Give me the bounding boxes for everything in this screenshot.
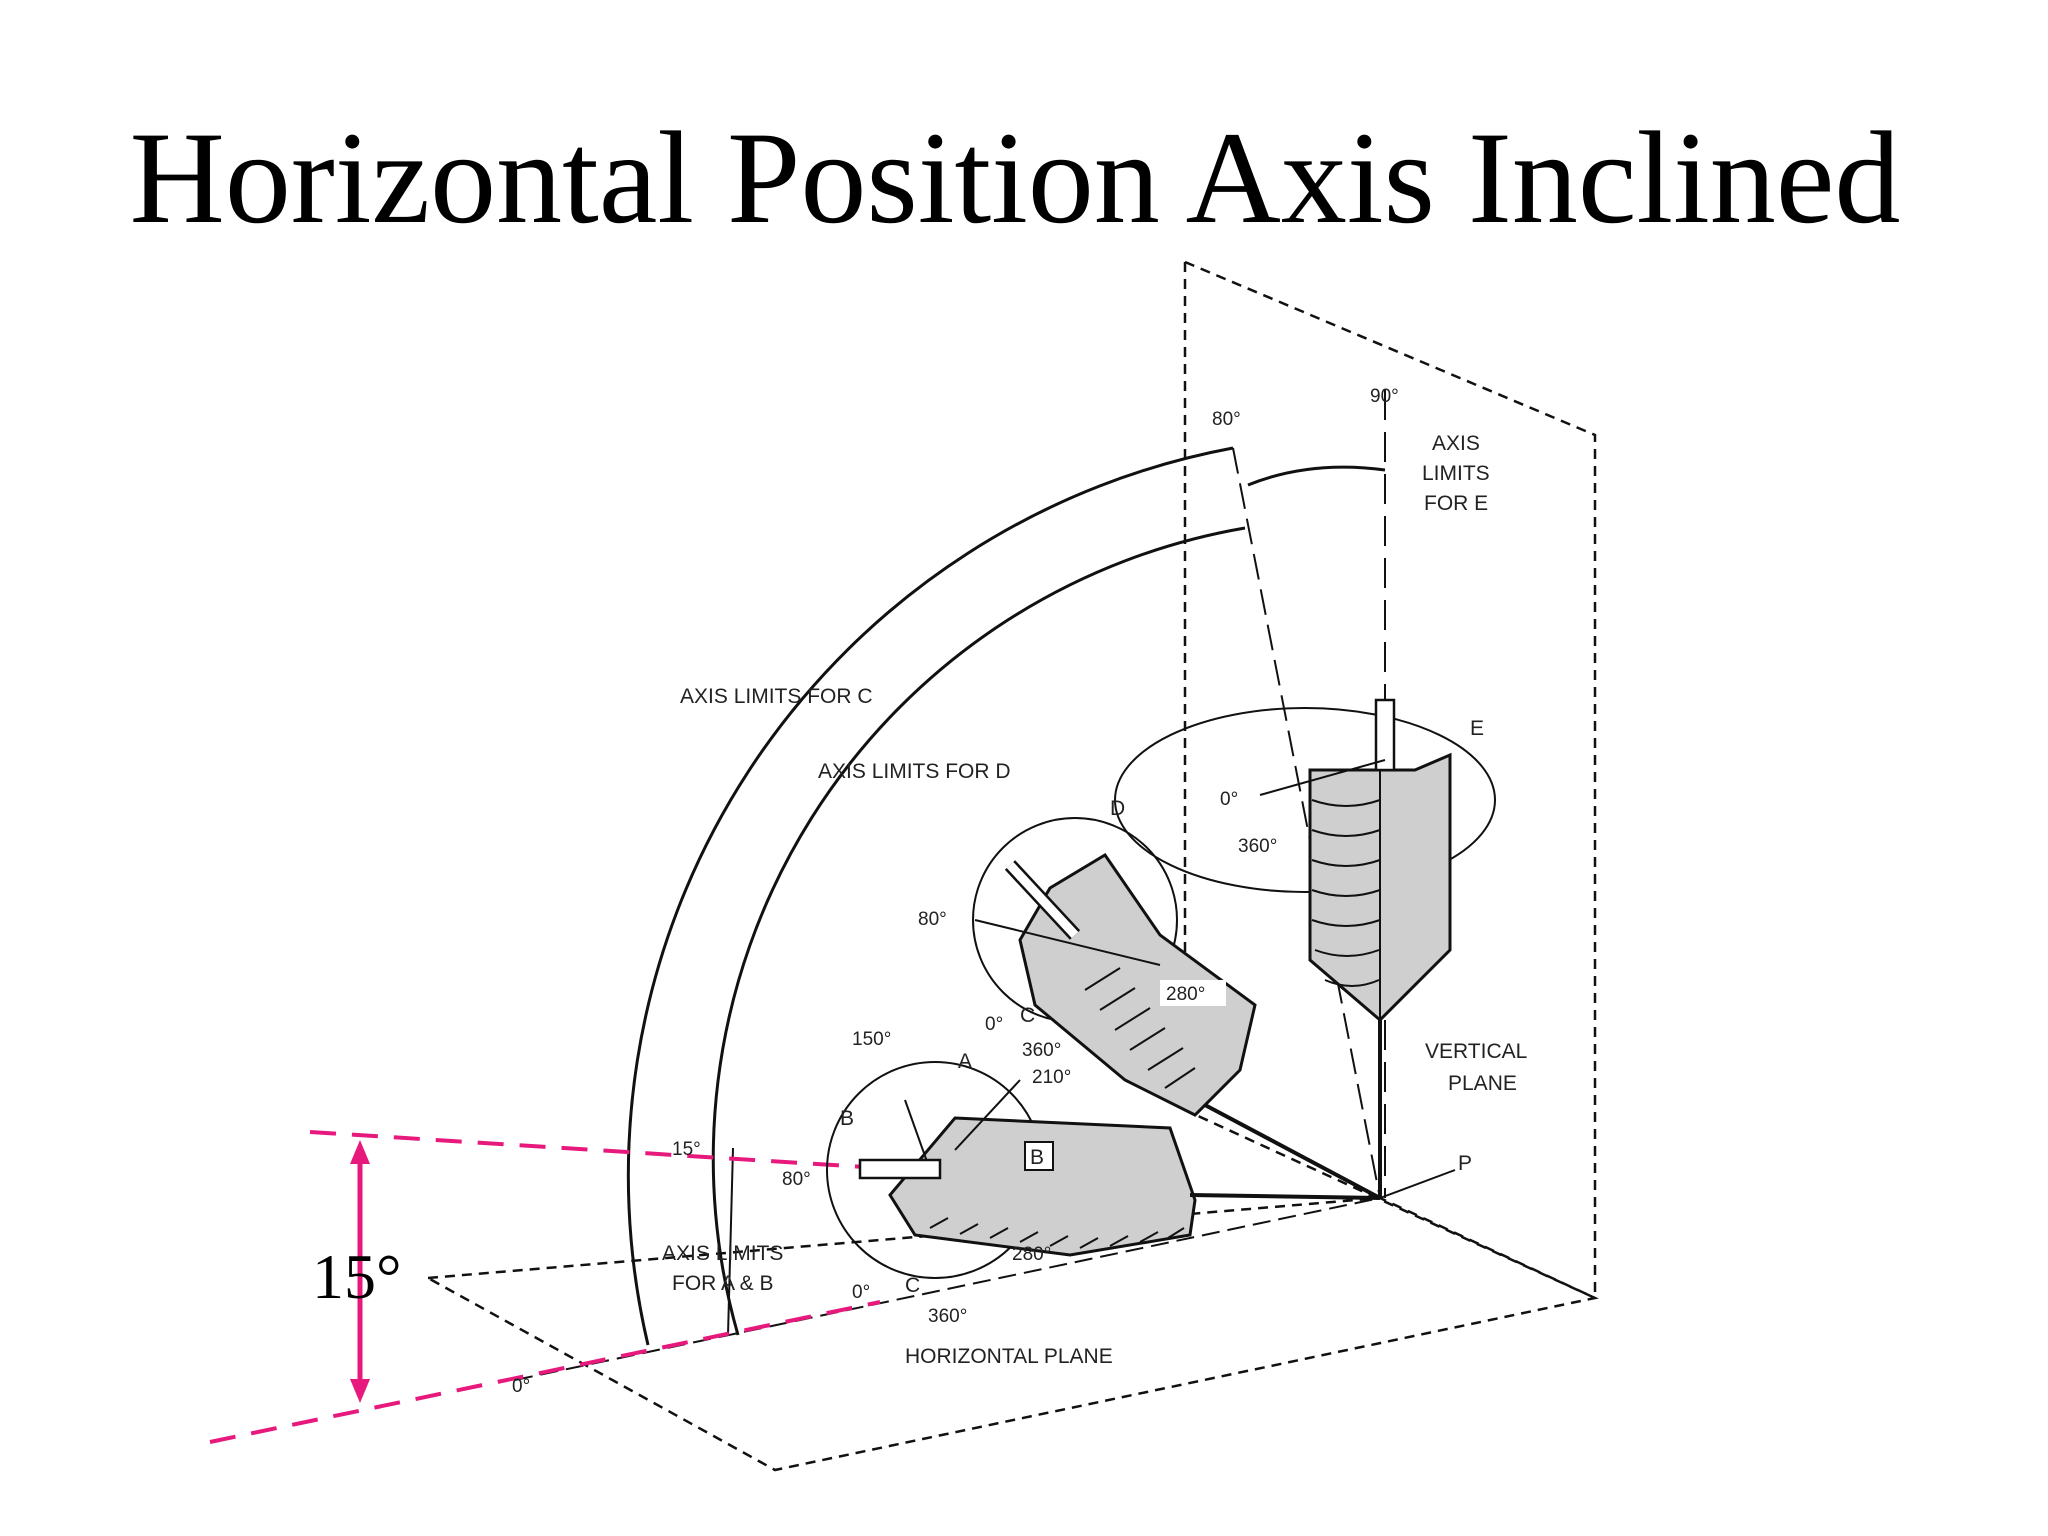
weld-ab-150-line bbox=[904, 1099, 931, 1171]
weld-e bbox=[1114, 698, 1496, 1198]
deg-80-top: 80° bbox=[1212, 409, 1241, 430]
weld-e-zero-line bbox=[1259, 759, 1386, 796]
slide-title: Horizontal Position Axis Inclined bbox=[129, 104, 1901, 251]
weld-ab-deg-80: 80° bbox=[782, 1169, 811, 1190]
incline-arrow-head-up bbox=[350, 1140, 370, 1164]
weld-b-label: B bbox=[840, 1107, 854, 1130]
label-axis-limits-ab-2: FOR A & B bbox=[672, 1272, 774, 1295]
label-axis-limits-c: AXIS LIMITS FOR C bbox=[680, 685, 873, 708]
incline-line-upper bbox=[309, 1130, 881, 1170]
weld-ab-axis bbox=[1189, 1193, 1381, 1200]
weld-d-280-box bbox=[1160, 980, 1226, 1006]
line-0-horizontal bbox=[514, 1197, 1381, 1381]
weld-a-label: A bbox=[958, 1050, 972, 1073]
line-to-p bbox=[1379, 1169, 1456, 1199]
deg-0-bottom: 0° bbox=[512, 1376, 530, 1397]
label-axis-limits-e-3: FOR E bbox=[1424, 492, 1488, 515]
weld-ab-electrode bbox=[858, 1158, 942, 1180]
weld-e-deg-360: 360° bbox=[1238, 836, 1277, 857]
weld-d-80-line bbox=[974, 919, 1161, 966]
axis-limit-arc-e bbox=[1247, 465, 1386, 487]
label-axis-limits-e-2: LIMITS bbox=[1422, 462, 1490, 485]
deg-90-top: 90° bbox=[1370, 386, 1399, 407]
weld-e-label: E bbox=[1470, 717, 1484, 740]
label-axis-limits-ab-1: AXIS LIMITS bbox=[662, 1242, 783, 1265]
incline-line-lower bbox=[209, 1300, 881, 1444]
weld-d-deg-360: 360° bbox=[1022, 1040, 1061, 1061]
weld-d-electrode bbox=[1006, 861, 1079, 939]
weld-b-box bbox=[1024, 1141, 1054, 1171]
weld-d-deg-280: 280° bbox=[1166, 984, 1205, 1005]
weld-e-rotation-ellipse bbox=[1114, 707, 1496, 893]
weld-ab-210-line bbox=[954, 1079, 1021, 1151]
axis-limit-arc-c bbox=[626, 446, 1234, 1346]
weld-b-box-label: B bbox=[1030, 1146, 1044, 1169]
weld-d-deg-80: 80° bbox=[918, 909, 947, 930]
weld-d-label-c: C bbox=[1020, 1004, 1035, 1027]
weld-ab-body bbox=[888, 1116, 1197, 1257]
weld-ab-deg-210: 210° bbox=[1032, 1067, 1071, 1088]
label-vertical-plane-2: PLANE bbox=[1448, 1072, 1517, 1095]
axis-limit-line-ab bbox=[727, 1147, 734, 1336]
weld-ab-bead bbox=[929, 1217, 1185, 1249]
weld-d-deg-0: 0° bbox=[985, 1014, 1003, 1035]
vertical-plane-outline bbox=[1184, 260, 1597, 1300]
weld-ab-label-c: C bbox=[905, 1274, 920, 1297]
weld-d-bead bbox=[1084, 967, 1196, 1089]
weld-d-label: D bbox=[1110, 797, 1125, 820]
line-80 bbox=[1232, 447, 1381, 1199]
label-vertical-plane-1: VERTICAL bbox=[1425, 1040, 1527, 1063]
weld-d-axis bbox=[1204, 1103, 1381, 1200]
weld-d bbox=[972, 817, 1381, 1200]
weld-ab-deg-0: 0° bbox=[852, 1282, 870, 1303]
weld-e-deg-0: 0° bbox=[1220, 789, 1238, 810]
label-axis-limits-d: AXIS LIMITS FOR D bbox=[818, 760, 1011, 783]
weld-ab-deg-150: 150° bbox=[852, 1029, 891, 1050]
label-point-p: P bbox=[1458, 1152, 1472, 1175]
weld-ab bbox=[826, 1061, 1381, 1279]
label-horizontal-plane: HORIZONTAL PLANE bbox=[905, 1345, 1113, 1368]
weld-d-body bbox=[1018, 852, 1257, 1117]
label-inclination: 15° bbox=[312, 1241, 402, 1312]
label-axis-limits-e-1: AXIS bbox=[1432, 432, 1480, 455]
weld-ab-deg-280: 280° bbox=[1012, 1244, 1051, 1265]
incline-arrow-head-down bbox=[350, 1379, 370, 1403]
weld-ab-deg-15: 15° bbox=[672, 1139, 701, 1160]
weld-e-electrode bbox=[1374, 698, 1396, 772]
weld-ab-deg-360: 360° bbox=[928, 1306, 967, 1327]
axis-limit-arc-d bbox=[711, 526, 1246, 1336]
weld-e-bead bbox=[1311, 799, 1381, 987]
